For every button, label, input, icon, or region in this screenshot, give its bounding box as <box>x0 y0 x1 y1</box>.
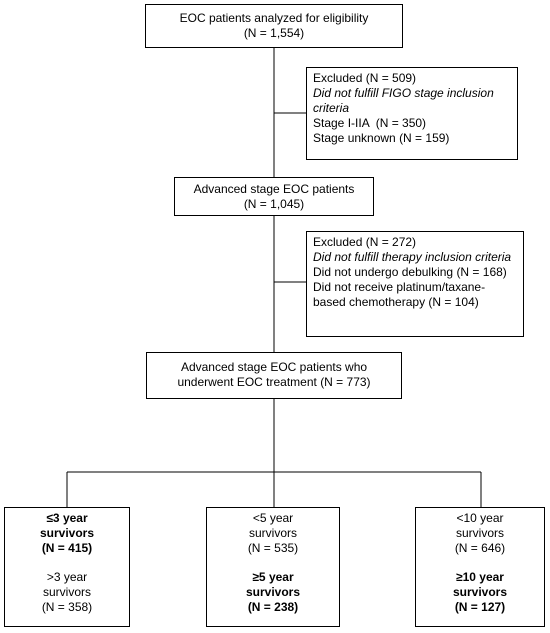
eligibility-count: (N = 1,554) <box>243 26 305 40</box>
exclusion-therapy-item-1: Did not undergo debulking (N = 168) <box>313 265 507 279</box>
survivors-10-bottom-label-2: survivors <box>452 585 508 599</box>
survivors-5-bottom-label-1: ≥5 year <box>252 570 294 584</box>
survivors-10-top-label-1: <10 year <box>456 511 504 525</box>
survivors-10-top-label-2: survivors <box>455 526 504 540</box>
survivors-10-top-count: (N = 646) <box>454 541 506 555</box>
exclusion-box-stage: Excluded (N = 509) Did not fulfill FIGO … <box>306 67 518 160</box>
survivors-5-bottom-count: (N = 238) <box>247 600 299 614</box>
survivors-3-top-count: (N = 415) <box>41 541 93 555</box>
eligibility-box: EOC patients analyzed for eligibility (N… <box>145 4 403 48</box>
exclusion-box-therapy: Excluded (N = 272) Did not fulfill thera… <box>306 231 524 337</box>
survivors-3-bottom-count: (N = 358) <box>41 600 93 614</box>
exclusion-stage-reason: Did not fulfill FIGO stage inclusion cri… <box>313 86 494 115</box>
advanced-stage-title: Advanced stage EOC patients <box>193 182 355 196</box>
survivors-10-year-box: <10 year survivors (N = 646) ≥10 year su… <box>415 507 545 627</box>
treated-box: Advanced stage EOC patients who underwen… <box>146 352 402 399</box>
exclusion-therapy-reason: Did not fulfill therapy inclusion criter… <box>313 250 512 264</box>
exclusion-therapy-item-2: Did not receive platinum/taxane-based ch… <box>313 280 486 309</box>
survivors-10-bottom-count: (N = 127) <box>454 600 506 614</box>
survivors-5-top-label-1: <5 year <box>252 511 294 525</box>
treated-count: underwent EOC treatment (N = 773) <box>177 375 371 389</box>
survivors-10-bottom-label-1: ≥10 year <box>456 570 504 584</box>
survivors-3-top-label-1: ≤3 year <box>46 511 88 525</box>
survivors-5-top-label-2: survivors <box>248 526 297 540</box>
survivors-3-bottom-label-2: survivors <box>42 585 91 599</box>
exclusion-stage-item-1: Stage I-IIA (N = 350) <box>313 116 427 130</box>
exclusion-therapy-title: Excluded (N = 272) <box>313 235 417 249</box>
eligibility-title: EOC patients analyzed for eligibility <box>179 11 369 25</box>
exclusion-stage-title: Excluded (N = 509) <box>313 71 417 85</box>
exclusion-stage-item-2: Stage unknown (N = 159) <box>313 131 450 145</box>
survivors-3-year-box: ≤3 year survivors (N = 415) >3 year surv… <box>4 507 130 627</box>
advanced-stage-count: (N = 1,045) <box>243 197 305 211</box>
advanced-stage-box: Advanced stage EOC patients (N = 1,045) <box>174 177 374 216</box>
survivors-5-bottom-label-2: survivors <box>245 585 301 599</box>
survivors-5-year-box: <5 year survivors (N = 535) ≥5 year surv… <box>206 507 340 627</box>
treated-title: Advanced stage EOC patients who <box>180 360 368 374</box>
survivors-3-bottom-label-1: >3 year <box>46 570 88 584</box>
survivors-3-top-label-2: survivors <box>39 526 95 540</box>
survivors-5-top-count: (N = 535) <box>247 541 299 555</box>
